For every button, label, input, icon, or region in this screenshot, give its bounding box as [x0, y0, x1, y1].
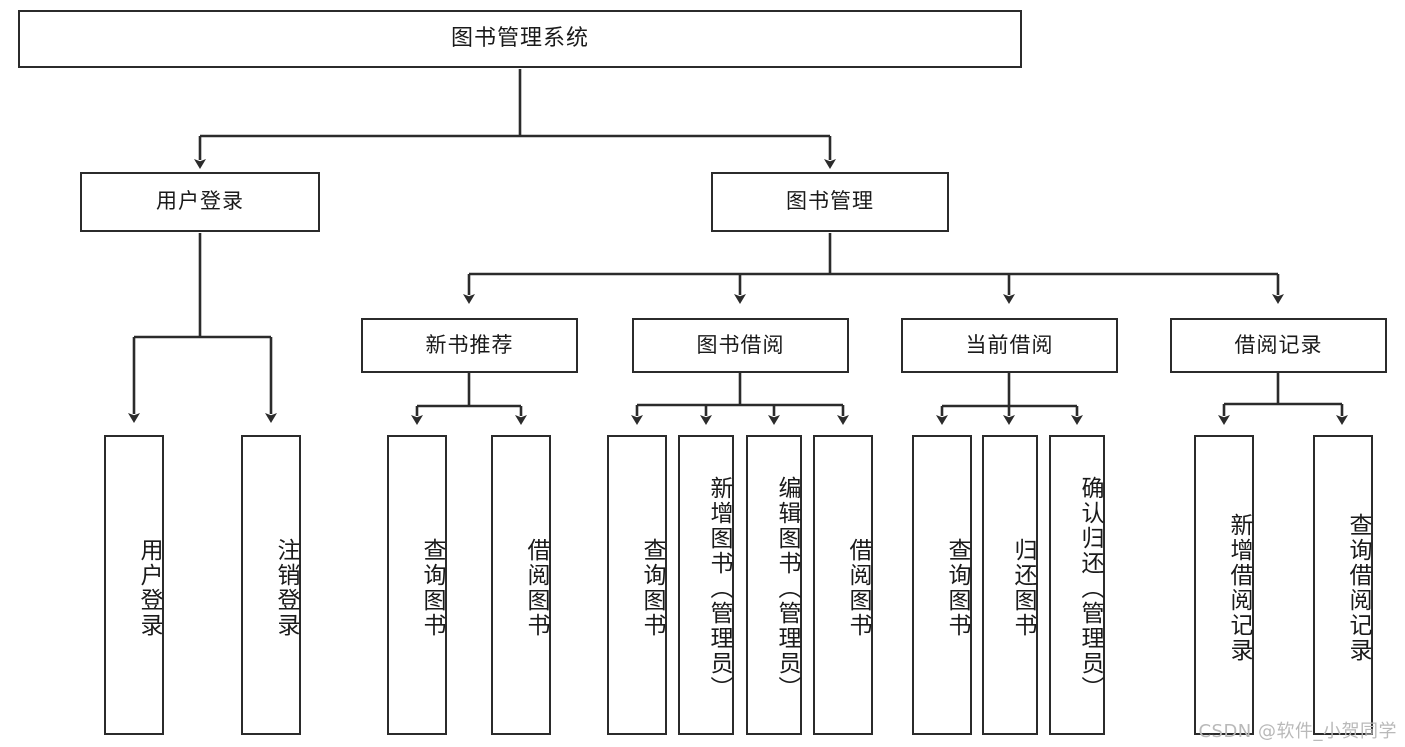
node-new-book-recommend[interactable]: 新书推荐 — [361, 318, 578, 373]
leaf-user-login[interactable]: 用户登录 — [104, 435, 164, 735]
node-label: 图书借阅 — [696, 332, 785, 357]
node-book-borrow[interactable]: 图书借阅 — [632, 318, 849, 373]
node-label: 查询图书 — [639, 538, 665, 638]
node-label: 新书推荐 — [425, 332, 514, 357]
leaf-add-borrow-record[interactable]: 新增借阅记录 — [1194, 435, 1254, 735]
node-label: 编辑图书（管理员） — [774, 475, 800, 701]
node-current-borrow[interactable]: 当前借阅 — [901, 318, 1118, 373]
leaf-add-book-admin[interactable]: 新增图书（管理员） — [678, 435, 734, 735]
leaf-edit-book-admin[interactable]: 编辑图书（管理员） — [746, 435, 802, 735]
node-label: 查询借阅记录 — [1345, 513, 1371, 663]
node-user-login[interactable]: 用户登录 — [80, 172, 320, 232]
node-label: 查询图书 — [944, 538, 970, 638]
leaf-confirm-return-admin[interactable]: 确认归还（管理员） — [1049, 435, 1105, 735]
csdn-watermark: CSDN @软件_小贺同学 — [1198, 721, 1397, 742]
node-label: 当前借阅 — [965, 332, 1054, 357]
node-label: 新增图书（管理员） — [706, 475, 732, 701]
node-label: 借阅图书 — [523, 538, 549, 638]
node-root-book-management-system[interactable]: 图书管理系统 — [18, 10, 1022, 68]
node-label: 用户登录 — [136, 538, 162, 638]
node-label: 用户登录 — [156, 189, 244, 214]
leaf-logout[interactable]: 注销登录 — [241, 435, 301, 735]
leaf-query-book-borrow[interactable]: 查询图书 — [607, 435, 667, 735]
node-label: 注销登录 — [273, 538, 299, 638]
node-borrow-record[interactable]: 借阅记录 — [1170, 318, 1387, 373]
node-label: 借阅图书 — [845, 538, 871, 638]
leaf-return-book[interactable]: 归还图书 — [982, 435, 1038, 735]
leaf-query-book-current[interactable]: 查询图书 — [912, 435, 972, 735]
leaf-query-borrow-record[interactable]: 查询借阅记录 — [1313, 435, 1373, 735]
leaf-borrow-book[interactable]: 借阅图书 — [813, 435, 873, 735]
node-label: 确认归还（管理员） — [1077, 475, 1103, 701]
leaf-borrow-book-new[interactable]: 借阅图书 — [491, 435, 551, 735]
node-label: 图书管理系统 — [450, 25, 589, 51]
node-book-management[interactable]: 图书管理 — [711, 172, 949, 232]
node-label: 图书管理 — [786, 189, 874, 214]
node-label: 借阅记录 — [1234, 332, 1323, 357]
node-label: 归还图书 — [1010, 538, 1036, 638]
leaf-query-book-new[interactable]: 查询图书 — [387, 435, 447, 735]
node-label: 查询图书 — [419, 538, 445, 638]
node-label: 新增借阅记录 — [1226, 513, 1252, 663]
